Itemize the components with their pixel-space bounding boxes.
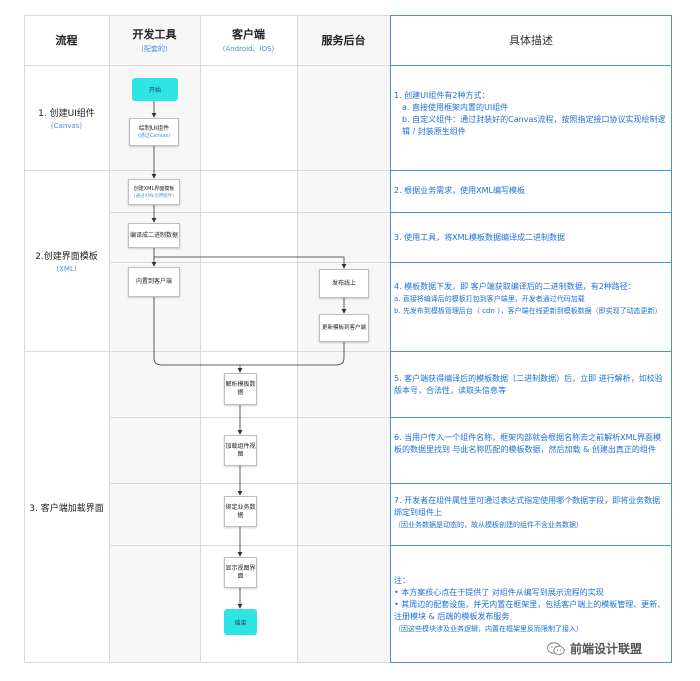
node-bind-data: 绑定业务数据 xyxy=(224,496,257,527)
node-create-xml: 创建XML界面模板 (通过XML引用组件) xyxy=(128,179,180,205)
header-process-label: 流程 xyxy=(55,34,78,47)
desc-step-6-text: 6. 当用户传入一个组件名称，框架内部就会根据名称去之前解析XML界面模板的数据… xyxy=(394,433,662,454)
node-load-view: 加载组件视图 xyxy=(224,435,257,466)
header-dev-tool: 开发工具 (配套的) xyxy=(109,15,200,65)
node-draw-ui-sub: (通过Canvas) xyxy=(137,132,171,139)
phase-client-load: 3. 客户端加载界面 xyxy=(24,351,109,663)
header-client-label: 客户端 xyxy=(232,28,265,41)
desc-note: 注： • 本方案核心点在于提供了 对组件从编写到展示流程的实现 • 其周边的配套… xyxy=(394,575,668,635)
desc-step-5-text: 5. 客户端获得编译后的模板数据（二进制数据）后，立即 进行解析，如校验版本号，… xyxy=(394,374,663,395)
header-process: 流程 xyxy=(24,15,109,65)
header-client: 客户端 (Android、IOS) xyxy=(200,15,297,65)
desc-note-line-2: • 其周边的配套设施，并无内置在框架里，包括客户端上的模板管理、更新、注册模块 … xyxy=(394,600,666,621)
node-parse-label: 解析模板数据 xyxy=(225,381,256,396)
desc-step-5: 5. 客户端获得编译后的模板数据（二进制数据）后，立即 进行解析，如校验版本号，… xyxy=(394,373,668,397)
node-update-client: 更新模板到客户端 xyxy=(319,314,369,342)
node-create-xml-label: 创建XML界面模板 xyxy=(133,185,175,192)
node-parse: 解析模板数据 xyxy=(224,373,257,405)
phase-create-ui: 1. 创建UI组件 (Canvas) xyxy=(24,65,109,170)
desc-step-1-line-2: a. 直接使用框架内置的UI组件 xyxy=(402,103,509,112)
node-show-view: 显示视图界面 xyxy=(224,557,257,588)
phase-create-template-label: 2.创建界面模板 xyxy=(35,251,98,262)
desc-step-2: 2. 根据业务需求，使用XML编写模板 xyxy=(394,185,668,197)
header-client-sub: (Android、IOS) xyxy=(222,45,275,53)
node-publish: 发布线上 xyxy=(319,269,369,298)
header-server: 服务后台 xyxy=(297,15,390,65)
node-compile: 编译成二进制数据 xyxy=(128,223,180,248)
desc-step-3: 3. 使用工具，将XML模板数据编译成二进制数据 xyxy=(394,232,668,244)
desc-step-4-line-3: b. 先发布到模板管理后台（ cdn ），客户端在线更新到模板数据（即实现了动态… xyxy=(394,307,662,315)
desc-step-4: 4. 模板数据下发，即 客户端获取编译后的二进制数据，有2种路径： a. 直接将… xyxy=(394,281,668,317)
phase-create-ui-sub: (Canvas) xyxy=(50,121,83,130)
header-desc: 具体描述 xyxy=(390,15,672,65)
header-server-label: 服务后台 xyxy=(321,34,366,47)
node-update-client-label: 更新模板到客户端 xyxy=(321,325,366,331)
desc-step-2-text: 2. 根据业务需求，使用XML编写模板 xyxy=(394,186,526,195)
node-embed-client-label: 内置到客户端 xyxy=(135,278,172,285)
node-show-view-label: 显示视图界面 xyxy=(225,564,256,580)
desc-step-7: 7. 开发者在组件属性里可通过表达式指定使用哪个数据字段，即将业务数据绑定到组件… xyxy=(394,495,668,531)
node-publish-label: 发布线上 xyxy=(331,279,356,287)
phase-create-template-sub: (XML) xyxy=(56,264,77,273)
desc-step-1-line-3: b. 自定义组件：通过封装好的Canvas流程，按照指定接口协议实现绘制逻辑 /… xyxy=(402,115,666,136)
node-bind-data-label: 绑定业务数据 xyxy=(225,503,256,519)
desc-note-title: 注： xyxy=(394,576,410,585)
node-start: 开始 xyxy=(132,78,178,101)
desc-step-4-line-2: a. 直接将编译后的模板打包到客户端里，开发者通过代码加载 xyxy=(394,295,585,303)
header-dev-tool-label: 开发工具 xyxy=(132,28,177,41)
node-embed-client: 内置到客户端 xyxy=(128,267,180,297)
node-end: 结束 xyxy=(224,609,257,635)
phase-create-ui-label: 1. 创建UI组件 xyxy=(38,108,95,119)
node-load-view-label: 加载组件视图 xyxy=(225,442,256,458)
phase-create-template: 2.创建界面模板 (XML) xyxy=(24,170,109,351)
node-start-label: 开始 xyxy=(148,87,161,94)
watermark: 前端设计联盟 xyxy=(547,640,642,657)
node-draw-ui-label: 绘制UI组件 xyxy=(138,124,170,132)
watermark-text: 前端设计联盟 xyxy=(570,642,643,656)
desc-step-6: 6. 当用户传入一个组件名称，框架内部就会根据名称去之前解析XML界面模板的数据… xyxy=(394,432,668,456)
desc-step-1-line-1: 1. 创建UI组件有2种方式： xyxy=(394,91,490,100)
node-end-label: 结束 xyxy=(234,619,247,627)
header-desc-label: 具体描述 xyxy=(509,34,553,47)
desc-step-7-line-1: 7. 开发者在组件属性里可通过表达式指定使用哪个数据字段，即将业务数据绑定到组件… xyxy=(394,496,661,517)
desc-step-1: 1. 创建UI组件有2种方式： a. 直接使用框架内置的UI组件 b. 自定义组… xyxy=(394,90,668,138)
wechat-icon xyxy=(547,641,565,655)
desc-note-line-3: （因这些模块涉及业务逻辑，内置在框架里反而限制了接入） xyxy=(394,625,583,633)
node-create-xml-sub: (通过XML引用组件) xyxy=(134,193,174,199)
node-compile-label: 编译成二进制数据 xyxy=(129,231,178,239)
node-draw-ui: 绘制UI组件 (通过Canvas) xyxy=(129,118,179,146)
header-dev-tool-sub: (配套的) xyxy=(141,45,168,53)
desc-note-line-1: • 本方案核心点在于提供了 对组件从编写到展示流程的实现 xyxy=(394,588,604,597)
desc-step-7-line-2: （因业务数据是动态的，故从模板创建的组件不含业务数据） xyxy=(394,521,583,529)
desc-step-3-text: 3. 使用工具，将XML模板数据编译成二进制数据 xyxy=(394,233,566,242)
desc-step-4-line-1: 4. 模板数据下发，即 客户端获取编译后的二进制数据，有2种路径： xyxy=(394,282,636,291)
phase-client-load-label: 3. 客户端加载界面 xyxy=(29,503,104,514)
